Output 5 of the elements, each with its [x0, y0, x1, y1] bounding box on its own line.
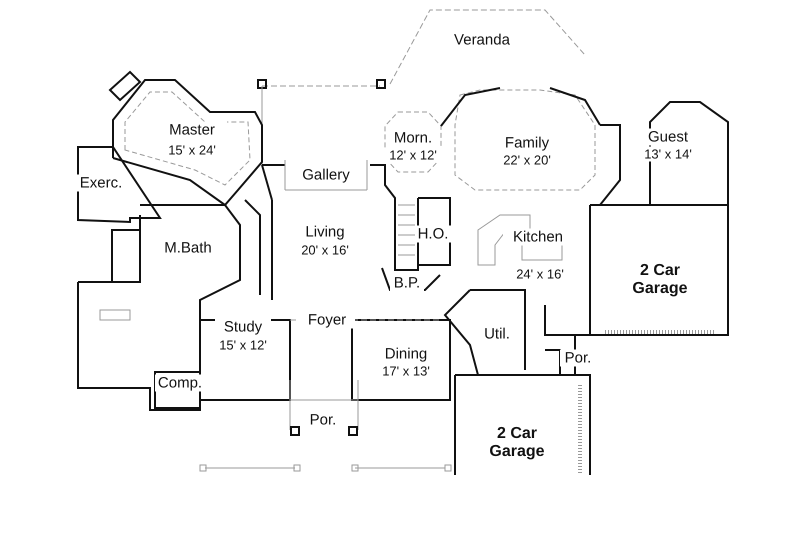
room-name: Foyer — [299, 312, 355, 328]
room-name: H.O. — [415, 226, 451, 242]
room-name: Study — [215, 318, 271, 336]
room-name: B.P. — [390, 274, 424, 292]
room-dimensions: 12' x 12' — [383, 148, 443, 162]
